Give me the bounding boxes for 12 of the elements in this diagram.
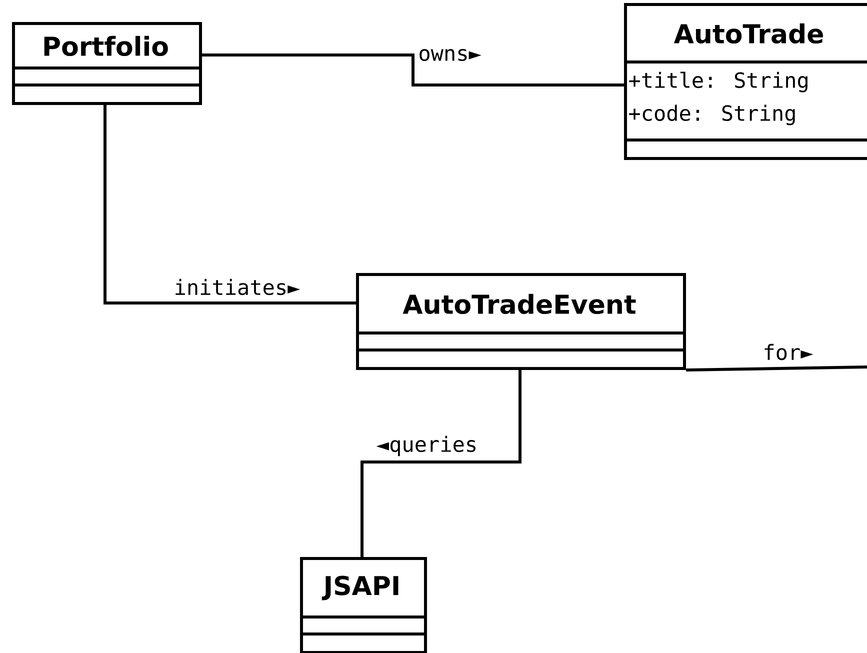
edge-label: ◄queries (375, 434, 479, 458)
class-box: AutoTradeEvent (356, 273, 686, 370)
class-box: AutoTrade +title: String +code: String (624, 3, 867, 160)
class-box: Portfolio (12, 22, 202, 105)
connector (104, 105, 356, 304)
edge-label: initiates► (172, 278, 302, 296)
connector (202, 54, 624, 86)
edge-label: owns► (417, 48, 482, 62)
edge-label: for► (762, 342, 814, 362)
connector (686, 366, 867, 372)
class-box: JSAPI (300, 557, 427, 653)
connector (360, 370, 522, 557)
